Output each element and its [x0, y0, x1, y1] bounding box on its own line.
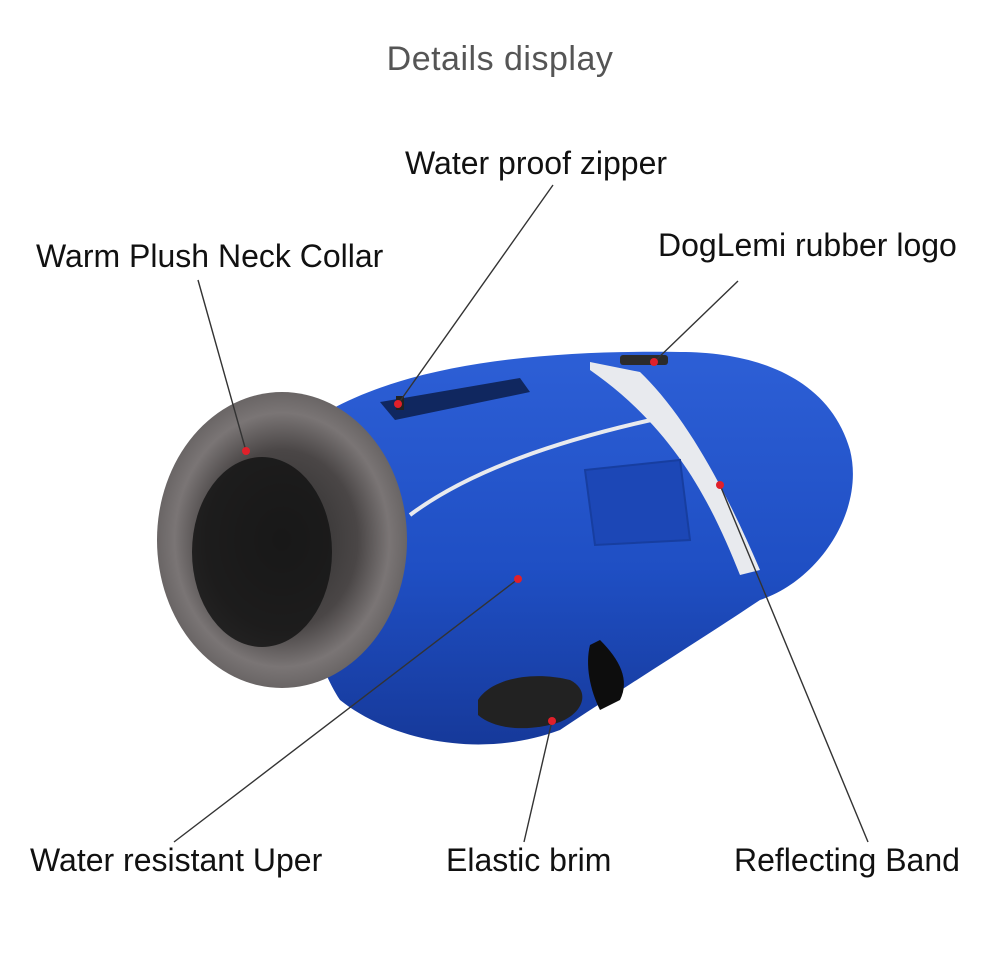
chest-strap: [588, 640, 624, 710]
callout-reflecting-band: Reflecting Band: [734, 842, 960, 878]
callout-warm-plush-neck-collar: Warm Plush Neck Collar: [36, 238, 384, 274]
marker-upper: [514, 575, 522, 583]
callout-water-resistant-uper: Water resistant Uper: [30, 842, 323, 878]
reflecting-band: [590, 362, 760, 575]
velcro-flap: [583, 458, 692, 547]
marker-zipper: [394, 400, 402, 408]
leg-hole: [478, 676, 583, 729]
fleece-collar-inner: [192, 457, 332, 647]
logo-patch: [620, 355, 668, 365]
callout-doglemi-rubber-logo: DogLemi rubber logo: [658, 227, 957, 263]
callout-elastic-brim: Elastic brim: [446, 842, 612, 878]
page-title: Details display: [386, 40, 614, 78]
callout-water-proof-zipper: Water proof zipper: [405, 145, 668, 181]
leader-lines: [173, 184, 869, 843]
marker-brim: [548, 717, 556, 725]
marker-collar: [242, 447, 250, 455]
zipper-pocket: [380, 378, 530, 420]
marker-dots: [242, 358, 724, 725]
marker-band: [716, 481, 724, 489]
coat-body: [304, 351, 853, 745]
marker-logo: [650, 358, 658, 366]
reflective-piping: [408, 416, 661, 517]
